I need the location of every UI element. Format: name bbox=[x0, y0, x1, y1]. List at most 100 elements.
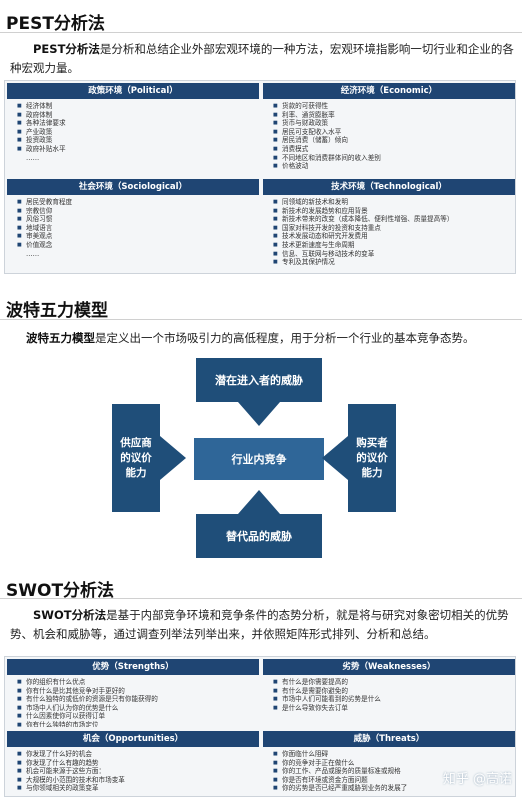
swot-strengths-list: 你的组织有什么优点你有什么是比其他竞争对手更好的有什么独特的或低价的资源是只有你… bbox=[17, 678, 253, 727]
list-item: 你发现了什么有趣的趋势 bbox=[17, 759, 253, 768]
list-item: 新技术带来的改变（成本降低、便利性增强、质量提高等） bbox=[273, 215, 509, 224]
list-item: 货币与财政政策 bbox=[273, 119, 509, 128]
pest-intro-text: 是分析和总结企业外部宏观环境的一种方法，宏观环境指影响一切行业和企业的各种宏观力… bbox=[10, 42, 514, 75]
porter-box-buyers: 购买者的议价能力 bbox=[348, 404, 396, 512]
watermark: 知乎 @高诺 bbox=[442, 772, 512, 787]
pest-political-header: 政策环境（Political） bbox=[7, 83, 259, 99]
pest-sociological-header: 社会环境（Sociological） bbox=[7, 179, 259, 195]
list-item: …… bbox=[282, 266, 296, 271]
list-item: 你有什么独特的市场定位 bbox=[17, 721, 253, 727]
pest-intro: PEST分析法是分析和总结企业外部宏观环境的一种方法，宏观环境指影响一切行业和企… bbox=[10, 40, 515, 78]
list-item: 你的竞争对手正在做什么 bbox=[273, 759, 509, 768]
porter-box-rivalry: 行业内竞争 bbox=[194, 438, 324, 480]
pest-technological-header: 技术环境（Technological） bbox=[263, 179, 515, 195]
list-item: 技术更新速度与生命周期 bbox=[273, 241, 509, 250]
swot-threats-header: 威胁（Threats） bbox=[263, 731, 515, 747]
list-item: 新技术的发展趋势和应用背景 bbox=[273, 207, 509, 216]
list-item: …… bbox=[17, 793, 253, 794]
pest-divider bbox=[0, 32, 522, 33]
list-item: 你的劣势是否已经严重威胁到业务的发展了 bbox=[273, 784, 509, 793]
porter-arrow-up bbox=[238, 490, 280, 514]
list-item: …… bbox=[26, 153, 40, 162]
swot-intro-bold: SWOT分析法 bbox=[33, 608, 107, 622]
list-item: 消费模式 bbox=[273, 145, 509, 154]
swot-weaknesses-list: 有什么是你需要提高的有什么是需要你避免的市场中人们可能看到的劣势是什么是什么导致… bbox=[273, 678, 509, 712]
pest-cell-economic: 经济环境（Economic） 货款的可获得性利率、通货膨胀率货币与财政政策居民可… bbox=[263, 83, 515, 177]
swot-cell-opportunities: 机会（Opportunities） 你发现了什么好的机会你发现了什么有趣的趋势机… bbox=[7, 731, 259, 796]
pest-technological-list: 同领域的新技术和发明新技术的发展趋势和应用背景新技术带来的改变（成本降低、便利性… bbox=[273, 198, 509, 271]
list-item: 市场中人们认为你的优势是什么 bbox=[17, 704, 253, 713]
list-item: 有什么是你需要提高的 bbox=[273, 678, 509, 687]
porter-arrow-left bbox=[322, 436, 348, 480]
list-item: 是什么导致你失去订单 bbox=[273, 704, 509, 713]
pest-economic-list: 货款的可获得性利率、通货膨胀率货币与财政政策居民可支配收入水平居民消费（储蓄）倾… bbox=[273, 102, 509, 175]
swot-cell-strengths: 优势（Strengths） 你的组织有什么优点你有什么是比其他竞争对手更好的有什… bbox=[7, 659, 259, 729]
list-item: 你发现了什么好的机会 bbox=[17, 750, 253, 759]
list-item: 价格波动 bbox=[273, 162, 509, 171]
porter-suppliers-label: 供应商的议价能力 bbox=[120, 436, 152, 479]
swot-opportunities-list: 你发现了什么好的机会你发现了什么有趣的趋势机会可能来源于这些方面：大规模的小范围… bbox=[17, 750, 253, 794]
list-item: 你有什么是比其他竞争对手更好的 bbox=[17, 687, 253, 696]
list-item: 经济体制 bbox=[17, 102, 253, 111]
list-item: …… bbox=[26, 249, 40, 258]
porter-box-potential-entrants: 潜在进入者的威胁 bbox=[196, 358, 322, 402]
list-item: 什么因素使你可以获得订单 bbox=[17, 712, 253, 721]
porter-box-substitutes: 替代品的威胁 bbox=[196, 514, 322, 558]
pest-cell-sociological: 社会环境（Sociological） 居民受教育程度宗教信仰风俗习惯地域语言审美… bbox=[7, 179, 259, 273]
list-item: 政府体制 bbox=[17, 111, 253, 120]
list-item: 有什么是需要你避免的 bbox=[273, 687, 509, 696]
swot-divider bbox=[0, 598, 522, 599]
list-item: 你面临什么阻碍 bbox=[273, 750, 509, 759]
list-item: 居民可支配收入水平 bbox=[273, 128, 509, 137]
pest-economic-header: 经济环境（Economic） bbox=[263, 83, 515, 99]
list-item: 机会可能来源于这些方面： bbox=[17, 767, 253, 776]
list-item: 技术发展动态和研究开发费用 bbox=[273, 232, 509, 241]
list-item: 大规模的小范围的技术和市场变革 bbox=[17, 776, 253, 785]
pest-cell-political: 政策环境（Political） 经济体制政府体制各种法律要求产业政策投资政策政府… bbox=[7, 83, 259, 177]
list-item: 宗教信仰 bbox=[17, 207, 253, 216]
swot-weaknesses-header: 劣势（Weaknesses） bbox=[263, 659, 515, 675]
list-item: 你是否有环境或资金方面问题 bbox=[273, 776, 509, 785]
list-item: 风俗习惯 bbox=[17, 215, 253, 224]
list-item: 价值观念 bbox=[17, 241, 253, 250]
swot-title: SWOT分析法 bbox=[6, 581, 115, 601]
swot-opportunities-header: 机会（Opportunities） bbox=[7, 731, 259, 747]
pest-cell-technological: 技术环境（Technological） 同领域的新技术和发明新技术的发展趋势和应… bbox=[263, 179, 515, 273]
swot-grid: 优势（Strengths） 你的组织有什么优点你有什么是比其他竞争对手更好的有什… bbox=[4, 656, 516, 797]
porter-arrow-down bbox=[238, 402, 280, 426]
swot-intro-text: 是基于内部竞争环境和竞争条件的态势分析，就是将与研究对象密切相关的优势势、机会和… bbox=[10, 608, 509, 641]
list-item: 政府补贴水平 bbox=[17, 145, 253, 154]
list-item: 居民消费（储蓄）倾向 bbox=[273, 136, 509, 145]
list-item: 国家对科技开发的投资和支持重点 bbox=[273, 224, 509, 233]
porter-buyers-label: 购买者的议价能力 bbox=[356, 436, 388, 479]
list-item: 产业政策 bbox=[17, 128, 253, 137]
swot-intro: SWOT分析法是基于内部竞争环境和竞争条件的态势分析，就是将与研究对象密切相关的… bbox=[10, 606, 515, 644]
porter-title: 波特五力模型 bbox=[6, 301, 108, 321]
list-item: 货款的可获得性 bbox=[273, 102, 509, 111]
list-item: 同领域的新技术和发明 bbox=[273, 198, 509, 207]
swot-threats-list: 你面临什么阻碍你的竞争对手正在做什么你的工作、产品或服务的质量标准或规格你是否有… bbox=[273, 750, 509, 793]
list-item: 各种法律要求 bbox=[17, 119, 253, 128]
porter-box-suppliers: 供应商的议价能力 bbox=[112, 404, 160, 512]
list-item: 市场中人们可能看到的劣势是什么 bbox=[273, 695, 509, 704]
pest-title: PEST分析法 bbox=[6, 14, 105, 34]
porter-intro-bold: 波特五力模型 bbox=[26, 331, 95, 345]
porter-intro-text: 是定义出一个市场吸引力的高低程度，用于分析一个行业的基本竞争态势。 bbox=[95, 331, 475, 345]
list-item: 地域语言 bbox=[17, 224, 253, 233]
swot-cell-weaknesses: 劣势（Weaknesses） 有什么是你需要提高的有什么是需要你避免的市场中人们… bbox=[263, 659, 515, 729]
list-item: 投资政策 bbox=[17, 136, 253, 145]
list-item: 你的组织有什么优点 bbox=[17, 678, 253, 687]
list-item: 与你领域相关的政策变革 bbox=[17, 784, 253, 793]
list-item: 信息、互联网与移动技术的变革 bbox=[273, 250, 509, 259]
list-item: 利率、通货膨胀率 bbox=[273, 111, 509, 120]
list-item: 你的工作、产品或服务的质量标准或规格 bbox=[273, 767, 509, 776]
porter-arrow-right bbox=[160, 436, 186, 480]
list-item: 审美观点 bbox=[17, 232, 253, 241]
pest-political-list: 经济体制政府体制各种法律要求产业政策投资政策政府补贴水平…… bbox=[17, 102, 253, 162]
swot-cell-threats: 威胁（Threats） 你面临什么阻碍你的竞争对手正在做什么你的工作、产品或服务… bbox=[263, 731, 515, 796]
list-item: 居民受教育程度 bbox=[17, 198, 253, 207]
list-item: …… bbox=[282, 170, 296, 175]
pest-sociological-list: 居民受教育程度宗教信仰风俗习惯地域语言审美观点价值观念…… bbox=[17, 198, 253, 258]
list-item: 有什么独特的或低价的资源是只有你能获得的 bbox=[17, 695, 253, 704]
porter-intro: 波特五力模型是定义出一个市场吸引力的高低程度，用于分析一个行业的基本竞争态势。 bbox=[26, 329, 516, 348]
